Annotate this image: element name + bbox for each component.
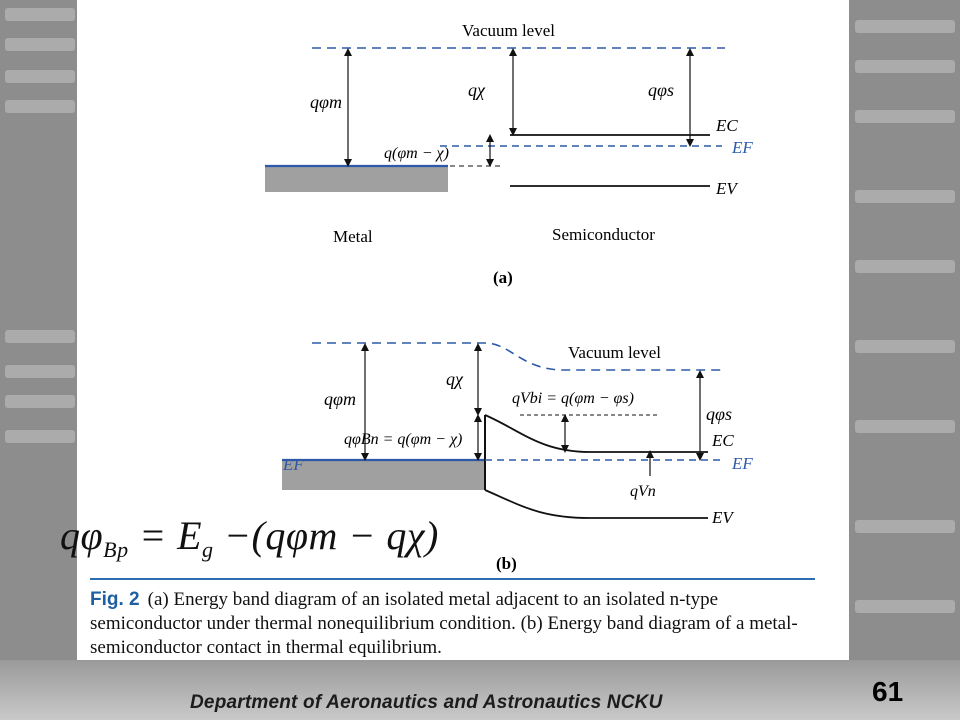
ef-label-a: EF — [731, 138, 753, 157]
vacuum-level-label-b: Vacuum level — [568, 343, 661, 362]
vacuum-level-line-b — [312, 342, 725, 371]
q-phi-m-label-b: qφm — [324, 389, 356, 409]
conduction-band-b — [484, 414, 708, 453]
metal-label-a: Metal — [333, 227, 373, 246]
ec-label-b: EC — [711, 431, 734, 450]
figure-panel — [77, 0, 849, 690]
q-v-bi-label-b: qVbi = q(φm − φs) — [512, 390, 634, 407]
q-chi-label-a: qχ — [468, 80, 486, 100]
diagram-b: Vacuum level qφm qχ qφBn = q(φm − χ) qVb… — [282, 342, 753, 573]
ev-label-b: EV — [711, 508, 735, 527]
ef-right-label-b: EF — [731, 454, 753, 473]
caption-text: (a) Energy band diagram of an isolated m… — [90, 589, 798, 658]
panel-b-label: (b) — [496, 554, 517, 573]
q-phi-bn-label-b: qφBn = q(φm − χ) — [344, 431, 462, 448]
diagram-a: Vacuum level qφm qχ qφs q(φm − χ) EC EF … — [265, 21, 753, 287]
panel-a-label: (a) — [493, 268, 513, 287]
figure-number: Fig. 2 — [90, 589, 140, 610]
formula-lhs-subscript: Bp — [103, 537, 129, 562]
q-phi-m-label-a: qφm — [310, 92, 342, 112]
semiconductor-label-a: Semiconductor — [552, 225, 655, 244]
caption-rule — [90, 578, 815, 580]
q-phi-m-minus-chi-label-a: q(φm − χ) — [384, 145, 449, 162]
formula-equals-e: = E — [128, 513, 203, 558]
formula-lhs: qφ — [60, 513, 104, 558]
metal-block-b — [282, 460, 485, 490]
figure-caption: Fig. 2(a) Energy band diagram of an isol… — [90, 578, 830, 660]
q-phi-s-label-a: qφs — [648, 80, 674, 100]
formula-eg-subscript: g — [202, 537, 214, 562]
ev-label-a: EV — [715, 179, 739, 198]
barrier-height-formula: qφBp = Eg −(qφm − qχ) — [60, 512, 439, 563]
ef-left-label-b: EF — [282, 455, 304, 474]
metal-block-a — [265, 166, 448, 192]
q-phi-s-label-b: qφs — [706, 404, 732, 424]
q-chi-label-b: qχ — [446, 369, 464, 389]
formula-rhs: −(qφm − qχ) — [213, 513, 439, 558]
department-footer: Department of Aeronautics and Astronauti… — [190, 692, 663, 713]
valence-band-b — [484, 489, 708, 519]
ec-label-a: EC — [715, 116, 738, 135]
page-number: 61 — [872, 676, 904, 707]
footer-band — [0, 660, 960, 720]
vacuum-level-label-a: Vacuum level — [462, 21, 555, 40]
q-v-n-label-b: qVn — [630, 483, 656, 500]
